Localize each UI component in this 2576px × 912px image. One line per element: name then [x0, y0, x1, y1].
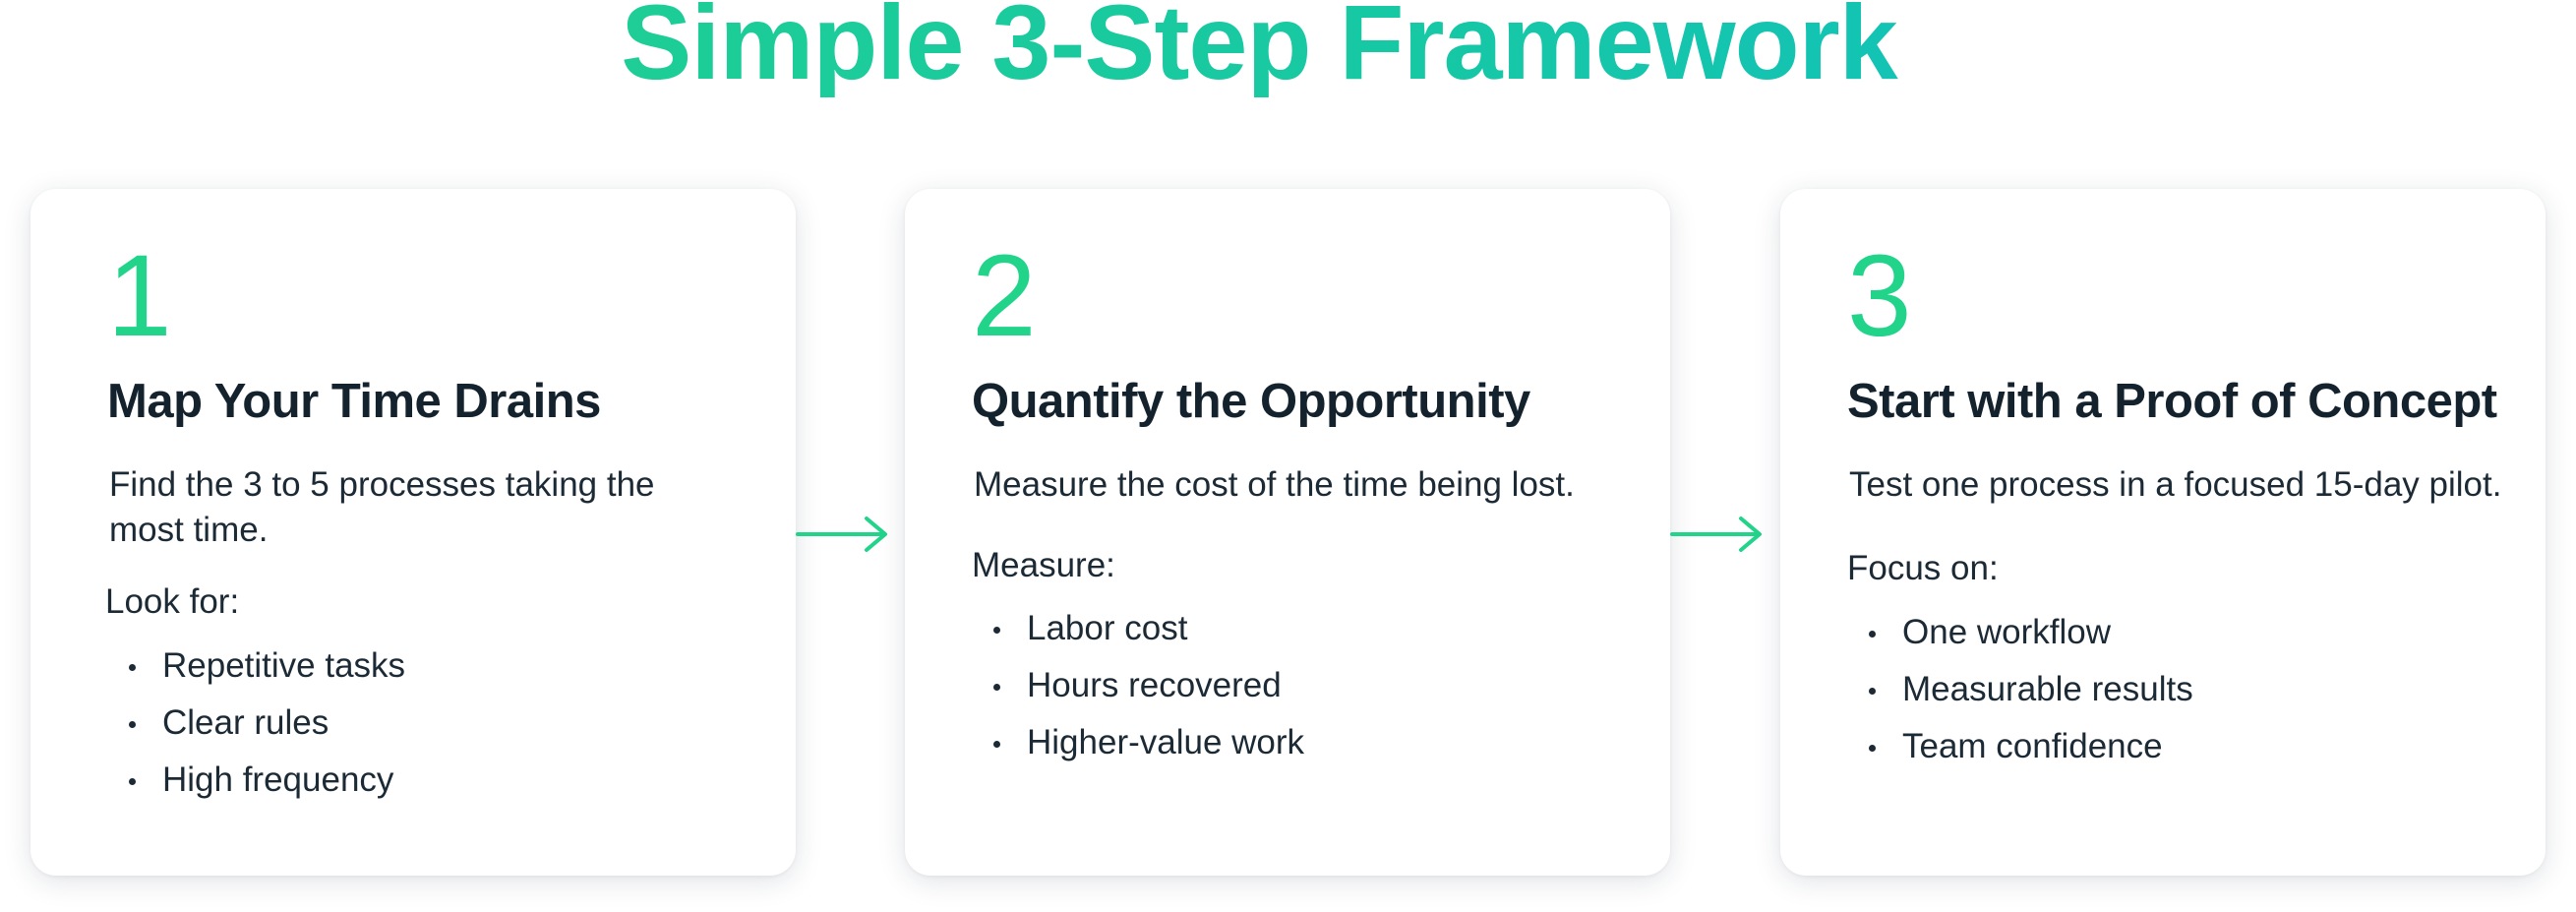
- list-heading: Measure:: [972, 546, 1115, 584]
- list-item: Hours recovered: [989, 657, 1304, 714]
- arrow-right-icon: [796, 517, 887, 552]
- list-item: Repetitive tasks: [125, 638, 405, 695]
- list-item: Team confidence: [1865, 718, 2193, 775]
- list-item: High frequency: [125, 752, 405, 809]
- step-card-1: 1 Map Your Time Drains Find the 3 to 5 p…: [30, 189, 796, 876]
- bullet-list: One workflow Measurable results Team con…: [1865, 604, 2193, 775]
- step-title: Start with a Proof of Concept: [1847, 375, 2497, 428]
- bullet-list: Repetitive tasks Clear rules High freque…: [125, 638, 405, 809]
- page-title: Simple 3-Step Framework: [0, 0, 2518, 97]
- step-title: Map Your Time Drains: [107, 375, 601, 428]
- step-number: 1: [107, 231, 172, 361]
- list-heading: Focus on:: [1847, 549, 1999, 587]
- arrow-right-icon: [1670, 517, 1762, 552]
- step-title: Quantify the Opportunity: [972, 375, 1530, 428]
- list-item: Measurable results: [1865, 661, 2193, 718]
- bullet-list: Labor cost Hours recovered Higher-value …: [989, 600, 1304, 771]
- step-description: Measure the cost of the time being lost.: [974, 465, 1575, 504]
- list-item: Higher-value work: [989, 714, 1304, 771]
- step-description: Test one process in a focused 15-day pil…: [1849, 465, 2502, 504]
- list-item: One workflow: [1865, 604, 2193, 661]
- step-number: 3: [1847, 231, 1912, 361]
- step-number: 2: [972, 231, 1037, 361]
- list-item: Clear rules: [125, 695, 405, 752]
- step-card-3: 3 Start with a Proof of Concept Test one…: [1780, 189, 2546, 876]
- step-description: Find the 3 to 5 processes taking the mos…: [109, 465, 655, 549]
- list-heading: Look for:: [105, 582, 240, 621]
- step-card-2: 2 Quantify the Opportunity Measure the c…: [905, 189, 1670, 876]
- list-item: Labor cost: [989, 600, 1304, 657]
